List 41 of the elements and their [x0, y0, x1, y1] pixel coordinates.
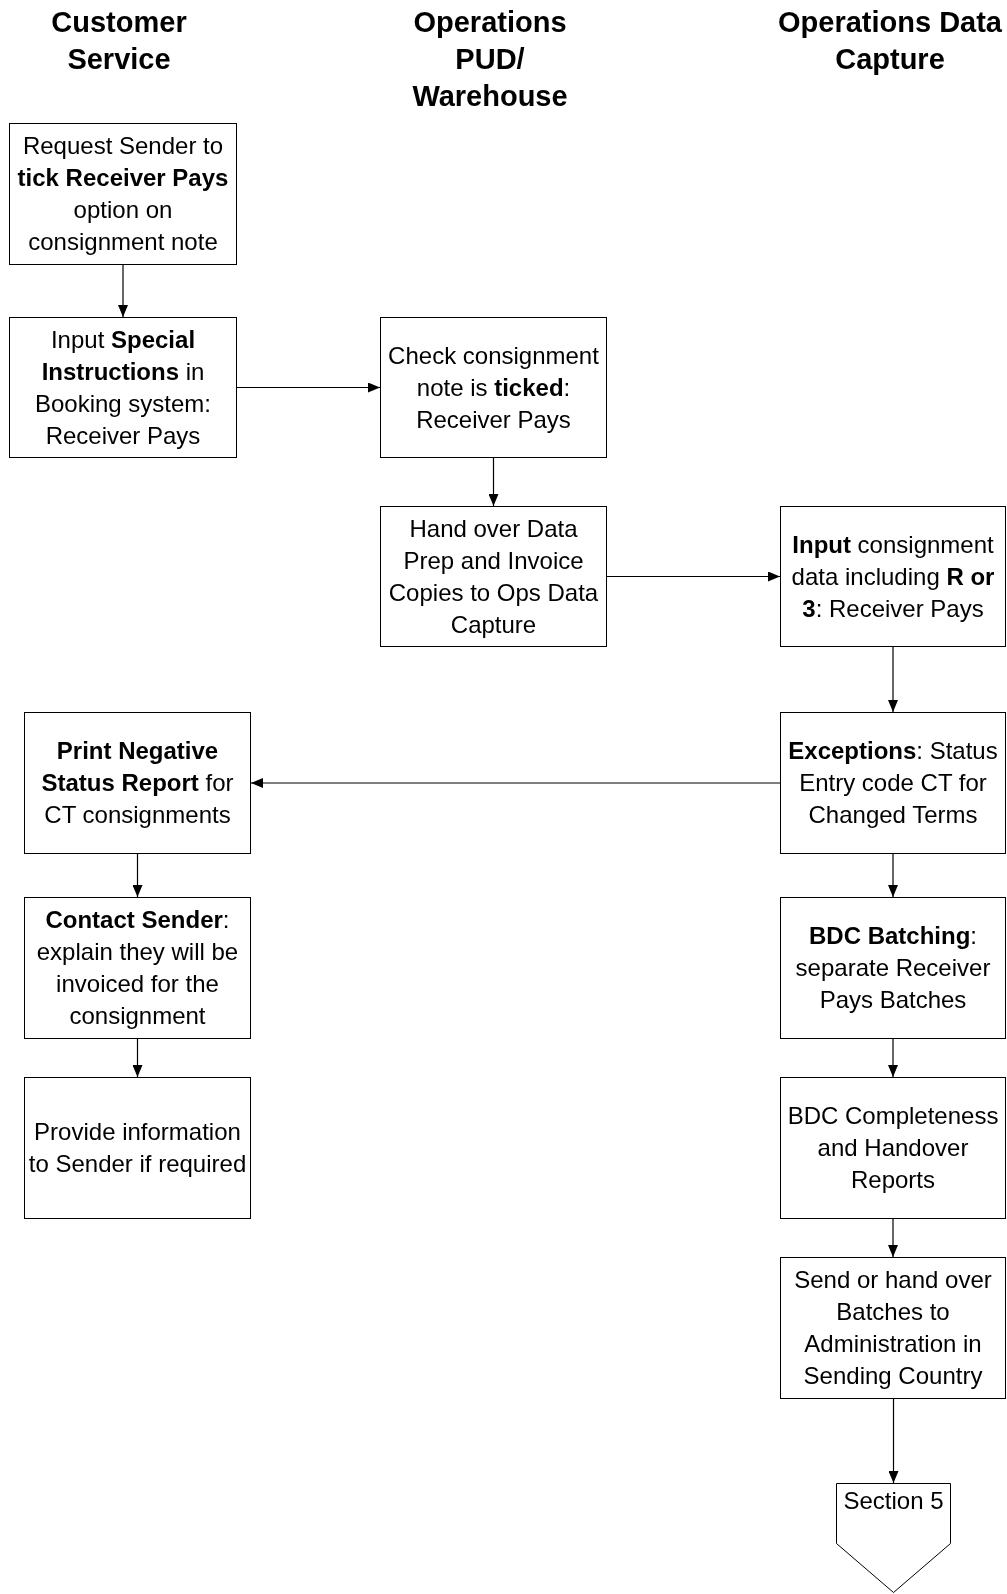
- arrow: [888, 853, 898, 898]
- box-text: Input consignment data including R or 3: Receiver Pays: [790, 529, 996, 624]
- process-box: [780, 897, 1006, 1039]
- arrow: [236, 382, 381, 393]
- box-text: Provide information to Sender if required: [27, 1117, 248, 1179]
- process-box: [9, 123, 237, 265]
- process-box: [780, 506, 1006, 647]
- process-box: [380, 506, 607, 647]
- arrow: [888, 1038, 898, 1078]
- box-text: Request Sender to tick Receiver Pays option on consignment note: [16, 131, 230, 257]
- arrow: [888, 1218, 898, 1258]
- box-text: Section 5: [842, 1486, 945, 1516]
- arrow: [488, 457, 499, 507]
- column-heading: Customer Service: [50, 5, 188, 77]
- arrow: [132, 853, 143, 898]
- box-text: Input Special Instructions in Booking system: Receiver Pays: [33, 324, 213, 451]
- process-box: [24, 1077, 251, 1219]
- column-heading: Operations PUD/ Warehouse: [411, 5, 569, 114]
- process-box: [780, 712, 1006, 854]
- arrow: [888, 646, 898, 713]
- arrow: [606, 571, 781, 582]
- box-text: Exceptions: Status Entry code CT for Changed Terms: [787, 736, 999, 830]
- process-box: [9, 317, 237, 458]
- process-box: [380, 317, 607, 458]
- process-box: [24, 897, 251, 1039]
- off-page-connector: [836, 1483, 951, 1593]
- column-heading: Operations Data Capture: [777, 5, 1003, 77]
- box-text: BDC Batching: separate Receiver Pays Batches: [794, 921, 992, 1015]
- box-text: Check consignment note is ticked: Receiver Pays: [387, 340, 600, 435]
- process-box: [780, 1077, 1006, 1219]
- box-text: BDC Completeness and Handover Reports: [786, 1101, 1000, 1195]
- arrow: [888, 1398, 899, 1484]
- process-box: [780, 1257, 1006, 1399]
- box-text: Hand over Data Prep and Invoice Copies to Ops Data Capture: [387, 513, 600, 640]
- arrow: [250, 778, 781, 788]
- box-text: Print Negative Status Report for CT consignments: [40, 736, 235, 830]
- arrow: [118, 264, 128, 318]
- arrow: [132, 1038, 143, 1078]
- process-box: [24, 712, 251, 854]
- box-text: Send or hand over Batches to Administration in Sending Country: [793, 1265, 993, 1391]
- box-text: Contact Sender: explain they will be invoiced for the consignment: [35, 905, 240, 1031]
